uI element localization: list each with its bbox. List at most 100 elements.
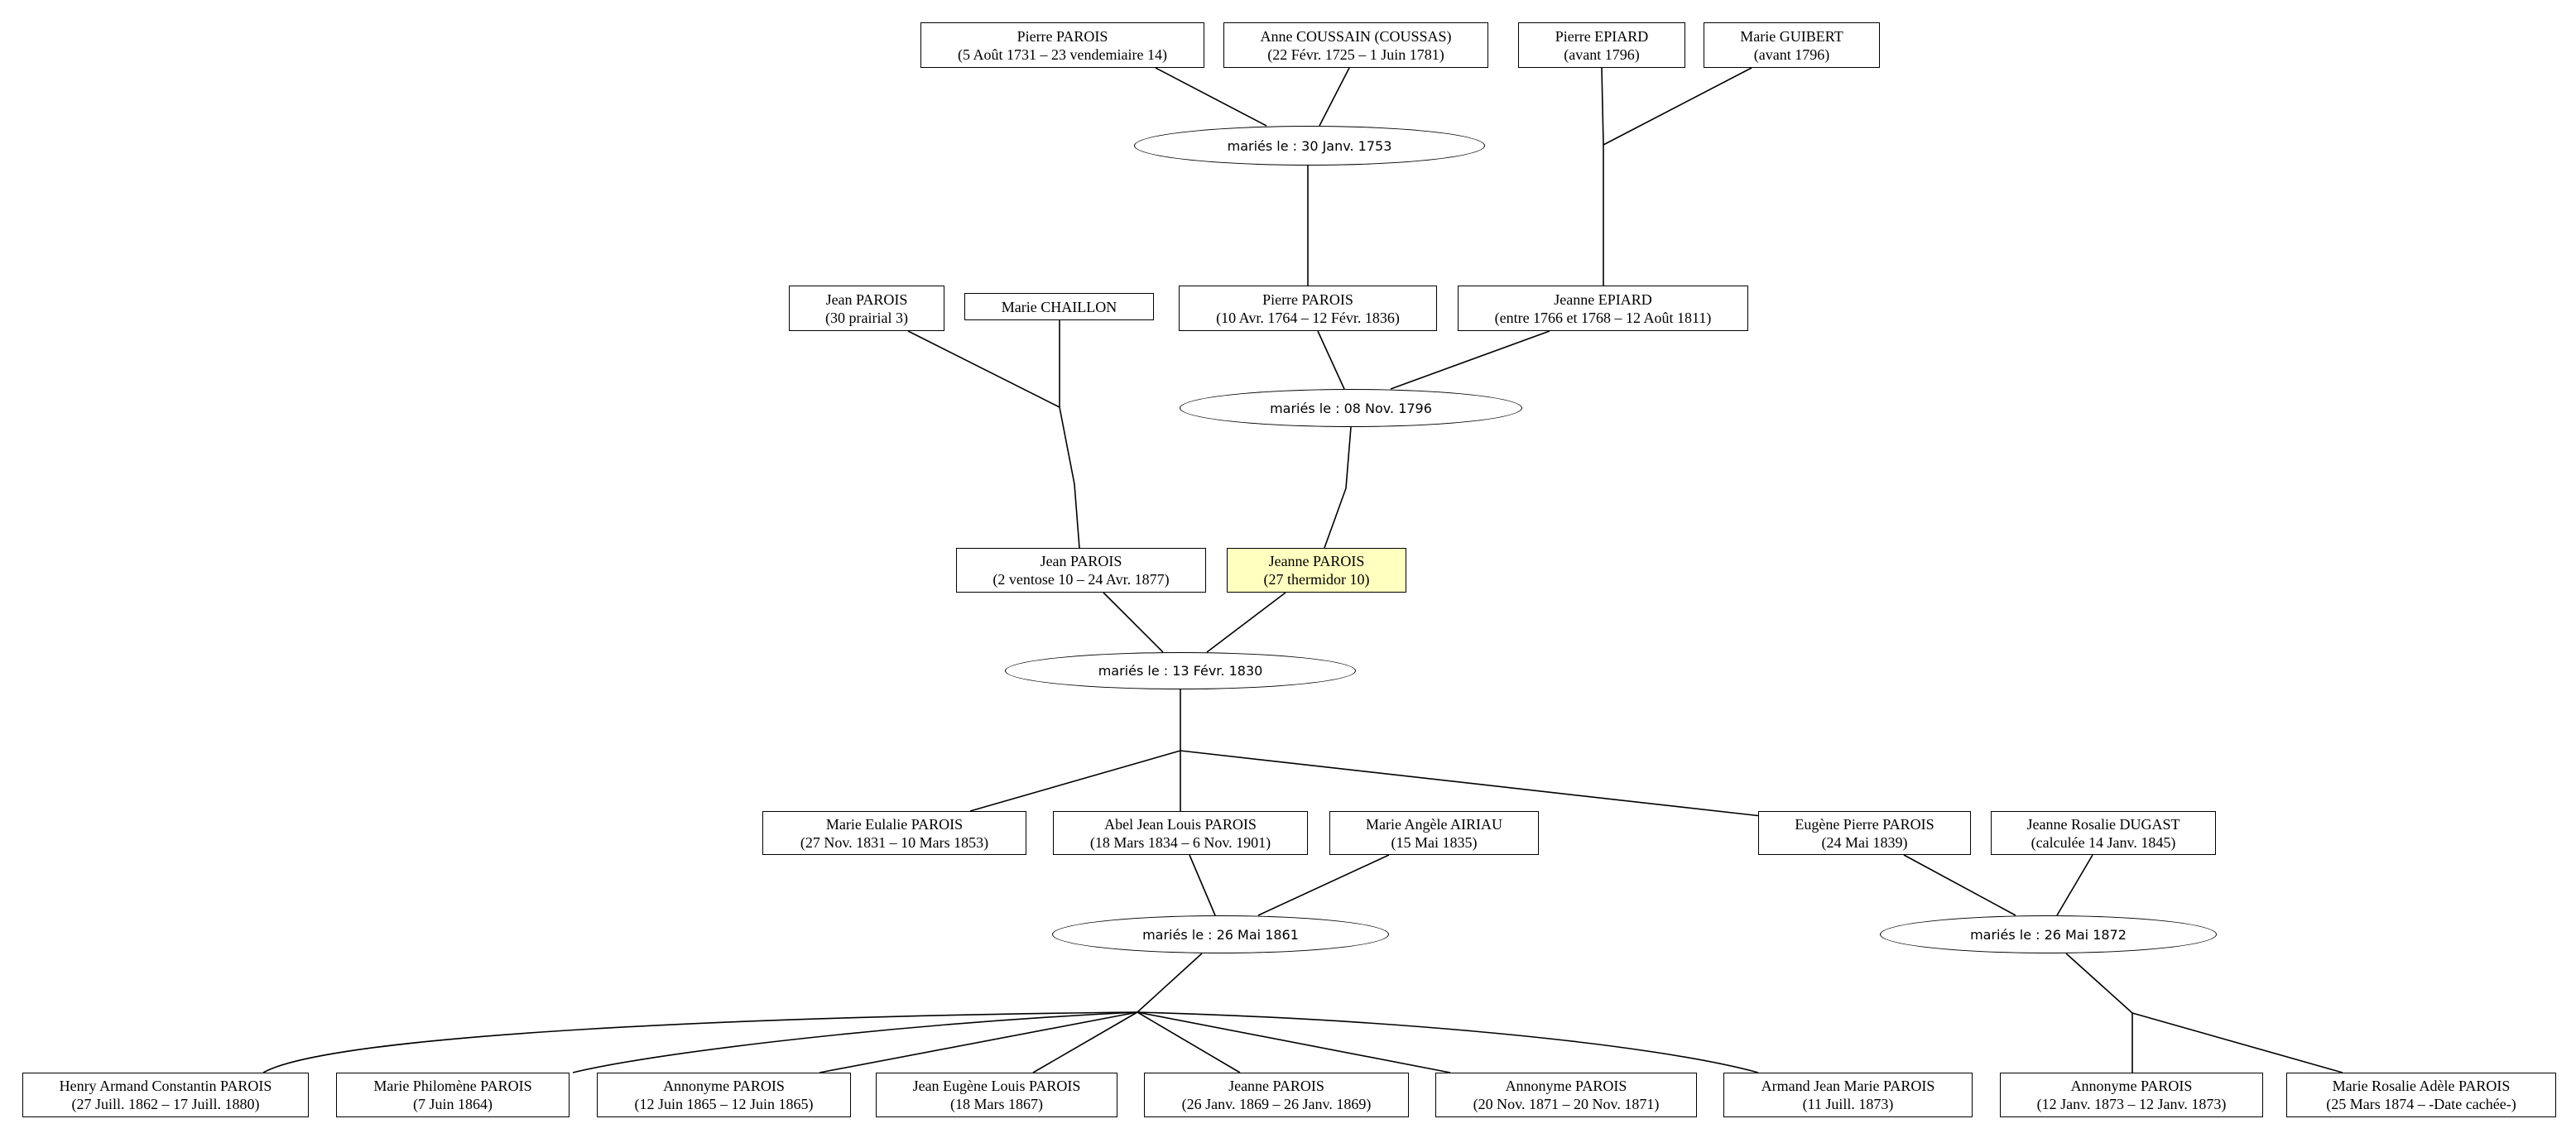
person-jeanne-parois-1869[interactable]: Jeanne PAROIS (26 Janv. 1869 – 26 Janv. …: [1144, 1073, 1409, 1117]
person-pierre-epiard[interactable]: Pierre EPIARD (avant 1796): [1518, 22, 1685, 68]
person-dates: (avant 1796): [1564, 46, 1640, 63]
connector: [2065, 953, 2133, 1014]
person-marie-rosalie-adele-parois[interactable]: Marie Rosalie Adèle PAROIS (25 Mars 1874…: [2286, 1073, 2556, 1117]
person-annonyme-parois-1871[interactable]: Annonyme PAROIS (20 Nov. 1871 – 20 Nov. …: [1435, 1073, 1697, 1117]
person-dates: (12 Juin 1865 – 12 Juin 1865): [634, 1096, 814, 1112]
connector: [969, 750, 1181, 812]
person-dates: (24 Mai 1839): [1821, 833, 1908, 851]
connector: [1032, 1011, 1138, 1073]
person-jeanne-rosalie-dugast[interactable]: Jeanne Rosalie DUGAST (calculée 14 Janv.…: [1991, 811, 2216, 855]
person-dates: (18 Mars 1867): [950, 1096, 1043, 1112]
person-dates: (27 Juill. 1862 – 17 Juill. 1880): [71, 1096, 260, 1112]
person-name: Marie GUIBERT: [1740, 27, 1843, 45]
person-name: Armand Jean Marie PAROIS: [1761, 1078, 1935, 1094]
person-dates: (20 Nov. 1871 – 20 Nov. 1871): [1473, 1096, 1660, 1112]
person-dates: (30 prairial 3): [825, 309, 908, 326]
person-pierre-parois-1731[interactable]: Pierre PAROIS (5 Août 1731 – 23 vendemia…: [920, 22, 1204, 68]
connector: [2131, 1012, 2343, 1073]
person-name: Pierre EPIARD: [1555, 27, 1649, 45]
person-jean-parois-ventose[interactable]: Jean PAROIS (2 ventose 10 – 24 Avr. 1877…: [956, 548, 1206, 593]
marriage-1861[interactable]: mariés le : 26 Mai 1861: [1052, 915, 1389, 953]
person-dates: (18 Mars 1834 – 6 Nov. 1901): [1089, 833, 1271, 851]
person-dates: (15 Mai 1835): [1391, 833, 1478, 851]
person-henry-armand-constantin-parois[interactable]: Henry Armand Constantin PAROIS (27 Juill…: [22, 1073, 309, 1117]
person-dates: (11 Juill. 1873): [1802, 1096, 1894, 1112]
person-name: Jeanne Rosalie DUGAST: [2026, 815, 2180, 833]
person-abel-jean-louis-parois[interactable]: Abel Jean Louis PAROIS (18 Mars 1834 – 6…: [1053, 811, 1308, 855]
person-marie-eulalie-parois[interactable]: Marie Eulalie PAROIS (27 Nov. 1831 – 10 …: [762, 811, 1026, 855]
marriage-1796[interactable]: mariés le : 08 Nov. 1796: [1180, 389, 1522, 427]
person-name: Eugène Pierre PAROIS: [1795, 815, 1934, 833]
connector: [572, 1011, 1138, 1073]
connector: [1324, 426, 1352, 549]
person-jean-eugene-louis-parois[interactable]: Jean Eugène Louis PAROIS (18 Mars 1867): [876, 1073, 1117, 1117]
person-marie-chaillon[interactable]: Marie CHAILLON: [964, 293, 1154, 320]
person-dates: (avant 1796): [1753, 46, 1830, 63]
person-name: Henry Armand Constantin PAROIS: [59, 1078, 272, 1094]
person-dates: (2 ventose 10 – 24 Avr. 1877): [992, 571, 1170, 588]
person-jean-parois-prairial[interactable]: Jean PAROIS (30 prairial 3): [789, 286, 944, 331]
person-dates: (22 Févr. 1725 – 1 Juin 1781): [1267, 46, 1444, 63]
person-jeanne-parois-selected[interactable]: Jeanne PAROIS (27 thermidor 10): [1227, 548, 1406, 593]
connector: [1257, 854, 1390, 916]
person-eugene-pierre-parois[interactable]: Eugène Pierre PAROIS (24 Mai 1839): [1758, 811, 1971, 855]
connector: [819, 1011, 1138, 1073]
connector: [1137, 1011, 1241, 1073]
connector: [1137, 1011, 1451, 1073]
connector: [1390, 330, 1550, 390]
person-dates: (10 Avr. 1764 – 12 Févr. 1836): [1216, 309, 1400, 326]
connector: [1137, 953, 1203, 1013]
person-name: Jeanne EPIARD: [1554, 291, 1652, 308]
person-marie-philomene-parois[interactable]: Marie Philomène PAROIS (7 Juin 1864): [336, 1073, 570, 1117]
person-name: Jean PAROIS: [1040, 553, 1122, 569]
person-name: Jean Eugène Louis PAROIS: [912, 1078, 1081, 1094]
person-dates: (27 Nov. 1831 – 10 Mars 1853): [800, 833, 989, 851]
person-name: Pierre PAROIS: [1262, 291, 1353, 308]
connector: [1137, 1011, 1759, 1073]
person-dates: (calculée 14 Janv. 1845): [2031, 833, 2176, 851]
person-name: Marie Angèle AIRIAU: [1366, 815, 1502, 833]
person-dates: (25 Mars 1874 – -Date cachée-): [2326, 1096, 2516, 1112]
person-name: Marie CHAILLON: [1001, 298, 1117, 315]
connector: [1206, 592, 1286, 653]
marriage-label: mariés le : 08 Nov. 1796: [1270, 400, 1432, 416]
marriage-1753[interactable]: mariés le : 30 Janv. 1753: [1134, 126, 1485, 166]
connector: [1319, 67, 1350, 127]
person-name: Jeanne PAROIS: [1268, 553, 1365, 569]
person-dates: (12 Janv. 1873 – 12 Janv. 1873): [2036, 1096, 2227, 1112]
person-name: Marie Philomène PAROIS: [373, 1078, 532, 1094]
person-annonyme-parois-1865[interactable]: Annonyme PAROIS (12 Juin 1865 – 12 Juin …: [597, 1073, 851, 1117]
marriage-label: mariés le : 26 Mai 1872: [1970, 926, 2127, 943]
person-dates: (26 Janv. 1869 – 26 Janv. 1869): [1181, 1096, 1372, 1112]
connector: [1059, 406, 1080, 549]
connector: [1601, 67, 1604, 146]
connector: [1180, 750, 1762, 817]
person-annonyme-parois-1873[interactable]: Annonyme PAROIS (12 Janv. 1873 – 12 Janv…: [2000, 1073, 2263, 1117]
person-name: Pierre PAROIS: [1016, 27, 1108, 45]
person-anne-coussain[interactable]: Anne COUSSAIN (COUSSAS) (22 Févr. 1725 –…: [1223, 22, 1488, 68]
connector: [907, 330, 1060, 408]
connector: [1189, 854, 1216, 916]
person-name: Marie Eulalie PAROIS: [825, 815, 964, 833]
marriage-label: mariés le : 26 Mai 1861: [1142, 926, 1299, 943]
person-dates: (27 thermidor 10): [1263, 571, 1370, 588]
connector: [262, 1011, 1138, 1073]
person-marie-guibert[interactable]: Marie GUIBERT (avant 1796): [1704, 22, 1880, 68]
connector: [1317, 330, 1345, 390]
person-name: Abel Jean Louis PAROIS: [1104, 815, 1257, 833]
person-name: Annonyme PAROIS: [1505, 1078, 1627, 1094]
person-pierre-parois-1764[interactable]: Pierre PAROIS (10 Avr. 1764 – 12 Févr. 1…: [1179, 286, 1437, 331]
person-name: Annonyme PAROIS: [663, 1078, 785, 1094]
person-dates: (5 Août 1731 – 23 vendemiaire 14): [958, 46, 1167, 63]
marriage-1872[interactable]: mariés le : 26 Mai 1872: [1880, 915, 2217, 953]
marriage-label: mariés le : 13 Févr. 1830: [1098, 663, 1263, 679]
person-jeanne-epiard[interactable]: Jeanne EPIARD (entre 1766 et 1768 – 12 A…: [1458, 286, 1748, 331]
person-marie-angele-airiau[interactable]: Marie Angèle AIRIAU (15 Mai 1835): [1329, 811, 1539, 855]
connector: [1903, 854, 2016, 916]
person-armand-jean-marie-parois[interactable]: Armand Jean Marie PAROIS (11 Juill. 1873…: [1723, 1073, 1973, 1117]
person-name: Annonyme PAROIS: [2070, 1078, 2193, 1094]
marriage-label: mariés le : 30 Janv. 1753: [1227, 137, 1392, 154]
marriage-1830[interactable]: mariés le : 13 Févr. 1830: [1005, 652, 1356, 689]
person-dates: (7 Juin 1864): [413, 1096, 493, 1112]
